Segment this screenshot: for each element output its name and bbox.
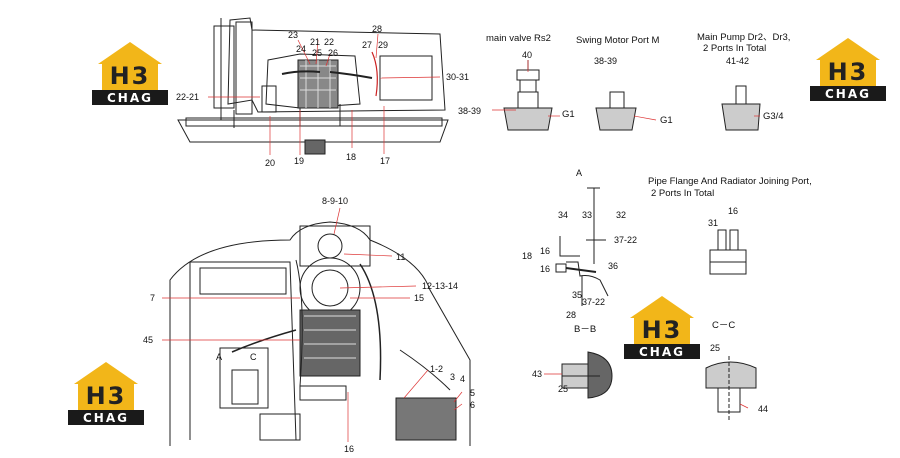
callout-25-b: 25 (710, 343, 720, 353)
callout-18: 18 (346, 152, 356, 162)
callout-35: 35 (572, 290, 582, 300)
caption-main-pump-line1: Main Pump Dr2、Dr3, (697, 32, 791, 43)
callout-1-2: 1-2 (430, 364, 443, 374)
callout-16-b: 16 (540, 264, 550, 274)
callout-22: 22 (324, 37, 334, 47)
thread-g1-main-valve: G1 (562, 109, 575, 120)
brand-logo-middle: H3 CHAG (620, 296, 704, 360)
callout-41-42: 41-42 (726, 56, 749, 66)
callout-6: 6 (470, 400, 475, 410)
callout-37-22-b: 37-22 (582, 297, 605, 307)
callout-26: 26 (328, 48, 338, 58)
section-c-c (705, 356, 757, 420)
caption-pipe-flange-line2: 2 Ports In Total (651, 188, 715, 199)
callout-8-9-10: 8-9-10 (322, 196, 348, 206)
callout-19: 19 (294, 156, 304, 166)
callout-24: 24 (296, 44, 306, 54)
brand-logo-bottom-left: H3 CHAG (64, 362, 148, 426)
callout-38-39-b: 38-39 (594, 56, 617, 66)
callout-32: 32 (616, 210, 626, 220)
leader-lines (162, 33, 760, 442)
view-a-piping (555, 187, 609, 306)
callout-A-plan: A (216, 352, 222, 362)
detail-pipe-flange (709, 229, 747, 275)
callout-34: 34 (558, 210, 568, 220)
callout-16-c: 16 (728, 206, 738, 216)
callout-4: 4 (460, 374, 465, 384)
callout-20: 20 (265, 158, 275, 168)
callout-A-view: A (576, 168, 582, 178)
detail-main-pump (721, 85, 761, 131)
caption-pipe-flange-line1: Pipe Flange And Radiator Joining Port, (648, 176, 812, 187)
callout-28: 28 (372, 24, 382, 34)
callout-27: 27 (362, 40, 372, 50)
callout-44: 44 (758, 404, 768, 414)
callout-3: 3 (450, 372, 455, 382)
callout-23: 23 (288, 30, 298, 40)
bottom-plan-view (169, 221, 471, 446)
brand-logo-top-left: H3 CHAG (88, 42, 172, 106)
callout-18-a: 18 (522, 251, 532, 261)
callout-33: 33 (582, 210, 592, 220)
callout-16-a: 16 (540, 246, 550, 256)
section-b-b (561, 351, 613, 399)
callout-37-22-a: 37-22 (614, 235, 637, 245)
callout-25-a: 25 (558, 384, 568, 394)
callout-11: 11 (396, 252, 405, 262)
callout-40: 40 (522, 50, 532, 60)
callout-labels: 23 21 22 24 25 26 28 27 29 30-31 22-21 2… (143, 24, 768, 454)
detail-swing-motor (595, 91, 637, 131)
callout-25: 25 (312, 48, 322, 58)
callout-5: 5 (470, 388, 475, 398)
callout-30-31: 30-31 (446, 72, 469, 82)
callout-C-plan: C (250, 352, 257, 362)
callout-17: 17 (380, 156, 390, 166)
caption-section-bb: B－B (574, 324, 597, 335)
callout-22-21: 22-21 (176, 92, 199, 102)
callout-29: 29 (378, 40, 388, 50)
caption-swing-motor: Swing Motor Port M (576, 35, 660, 46)
caption-main-valve: main valve Rs2 (486, 33, 551, 44)
callout-7: 7 (150, 293, 155, 303)
thread-g1-swing-motor: G1 (660, 115, 673, 126)
caption-main-pump-line2: 2 Ports In Total (703, 43, 767, 54)
callout-12-13-14: 12-13-14 (422, 281, 458, 291)
callout-36: 36 (608, 261, 618, 271)
callout-15: 15 (414, 293, 424, 303)
callout-38-39-a: 38-39 (458, 106, 481, 116)
callout-31: 31 (708, 218, 718, 228)
thread-g34-main-pump: G3/4 (763, 111, 784, 122)
callout-43: 43 (532, 369, 542, 379)
callout-28-a: 28 (566, 310, 576, 320)
callout-16-plan: 16 (344, 444, 354, 454)
callout-45: 45 (143, 335, 153, 345)
callout-21: 21 (310, 37, 320, 47)
caption-section-cc: C－C (712, 320, 736, 331)
brand-logo-top-right: H3 CHAG (806, 38, 890, 102)
